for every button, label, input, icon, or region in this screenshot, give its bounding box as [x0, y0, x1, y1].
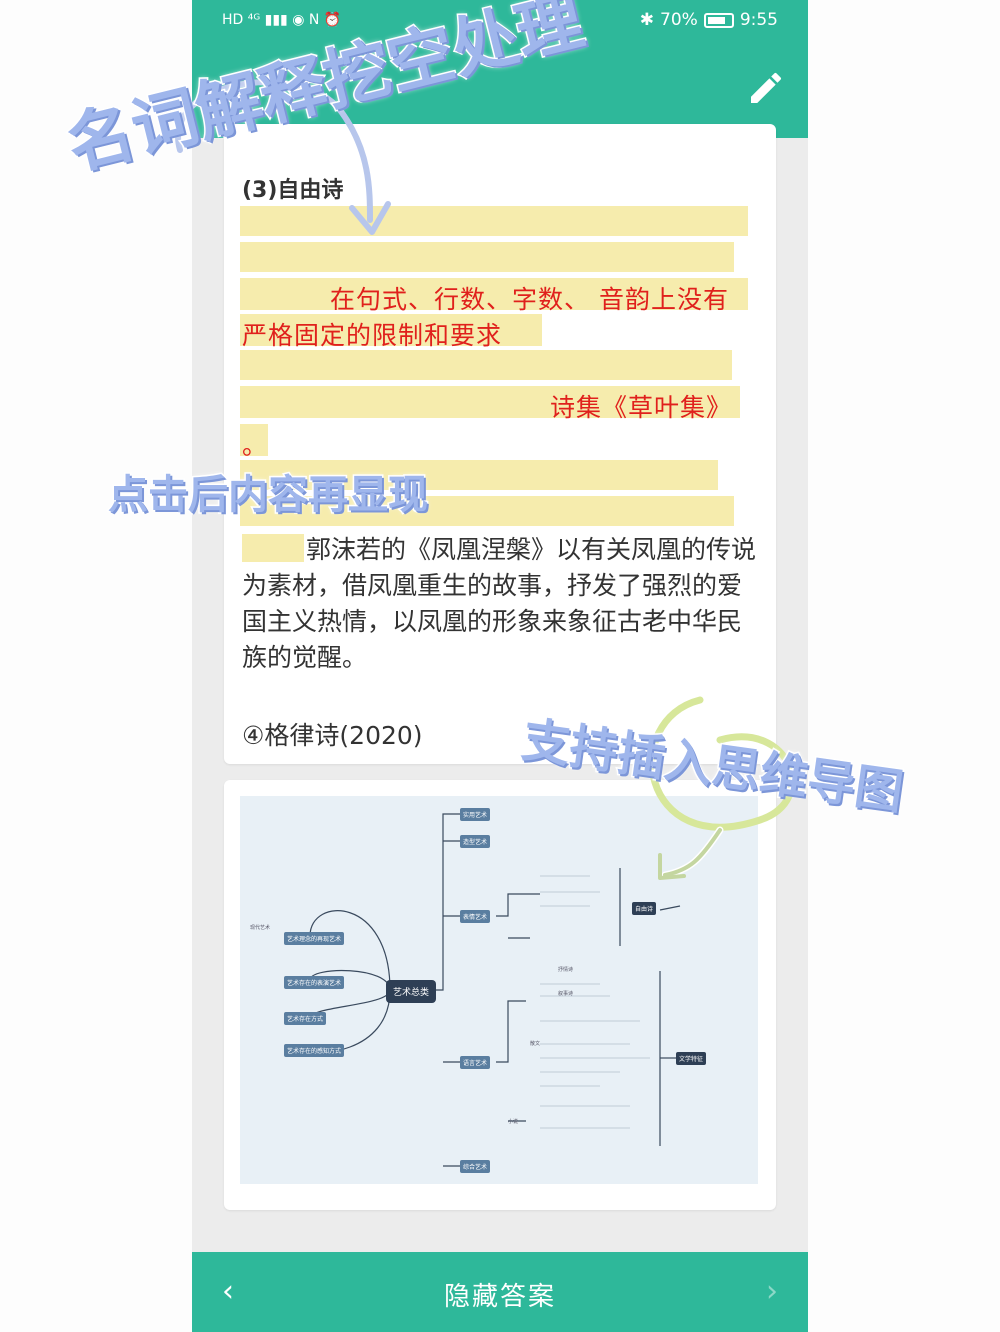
- question-card: (3)自由诗 在句式、行数、字数、 音韵上没有 严格固定的限制和要求 诗集《草叶…: [224, 124, 776, 764]
- mindmap-branch: 实用艺术: [460, 808, 491, 821]
- revealed-answer-text: 在句式、行数、字数、 音韵上没有: [330, 285, 729, 314]
- mindmap-left-node: 艺术存在的表演艺术: [284, 976, 345, 989]
- mindmap-card: 艺术总类 实用艺术 造型艺术 表情艺术 语言艺术 综合艺术 艺术理念的再现艺术 …: [224, 780, 776, 1210]
- phone-screen: HD ⁴ᴳ ▮▮▮ ◉ N ⏰ ✱ 70% 9:55 ‹ (3)自由诗 在句式、…: [192, 0, 808, 1332]
- chevron-right-icon[interactable]: ›: [766, 1274, 778, 1309]
- mindmap-left-node: 艺术存在的感知方式: [284, 1044, 345, 1057]
- revealed-answer-bg[interactable]: [240, 424, 268, 456]
- hidden-answer-blank[interactable]: [240, 350, 732, 380]
- mindmap-left-node: 艺术存在方式: [284, 1012, 327, 1025]
- revealed-answer-bg[interactable]: [240, 278, 748, 310]
- clock-time: 9:55: [739, 10, 778, 30]
- status-bar: HD ⁴ᴳ ▮▮▮ ◉ N ⏰ ✱ 70% 9:55: [192, 0, 808, 44]
- mindmap-root: 艺术总类: [386, 980, 437, 1003]
- mindmap-right-node: 文学特征: [676, 1052, 707, 1065]
- mindmap-leaf: 现代艺术: [250, 925, 271, 931]
- bluetooth-icon: ✱: [639, 10, 655, 30]
- pencil-icon[interactable]: [746, 68, 786, 108]
- status-icons-left: HD ⁴ᴳ ▮▮▮ ◉ N ⏰: [222, 12, 341, 28]
- section-heading: (3)自由诗: [242, 178, 344, 203]
- hidden-answer-blank[interactable]: [240, 242, 734, 272]
- mindmap-leaf: 散文: [530, 1041, 541, 1047]
- explanation-paragraph: 郭沫若的《凤凰涅槃》以有关凤凰的传说为素材，借凤凰重生的故事，抒发了强烈的爱国主…: [242, 535, 757, 672]
- hidden-answer-blank[interactable]: [240, 460, 718, 490]
- hide-answer-button[interactable]: 隐藏答案: [443, 1282, 556, 1312]
- revealed-answer-text: 诗集《草叶集》: [550, 393, 733, 422]
- bottom-bar: ‹ 隐藏答案 ›: [192, 1252, 808, 1332]
- battery-percent: 70%: [660, 10, 698, 30]
- revealed-answer-text: 。: [242, 431, 269, 460]
- mindmap-right-node: 自由诗: [632, 902, 657, 915]
- mindmap-branch: 表情艺术: [460, 910, 491, 923]
- mindmap-leaf: 叙事诗: [558, 991, 574, 997]
- mindmap-branch: 语言艺术: [460, 1056, 491, 1069]
- status-icons-right: ✱ 70% 9:55: [640, 10, 778, 30]
- mindmap-connectors: [309, 813, 681, 1167]
- mindmap-leaf: 抒情诗: [558, 967, 574, 973]
- mindmap-branch: 综合艺术: [460, 1160, 491, 1173]
- mindmap-left-node: 艺术理念的再现艺术: [284, 932, 345, 945]
- mindmap-branch: 造型艺术: [460, 835, 491, 848]
- mindmap-leaf: 小说: [508, 1119, 519, 1125]
- chevron-left-icon[interactable]: ‹: [222, 1274, 234, 1309]
- hidden-answer-blank[interactable]: [242, 534, 304, 562]
- caption-reveal: 点击后内容再显现: [107, 471, 430, 520]
- explanation-text: 郭沫若的《凤凰涅槃》以有关凤凰的传说为素材，借凤凰重生的故事，抒发了强烈的爱国主…: [242, 532, 762, 676]
- battery-icon: [703, 12, 734, 28]
- revealed-answer-text: 严格固定的限制和要求: [242, 321, 503, 350]
- hidden-answer-blank[interactable]: [240, 206, 748, 236]
- revealed-answer-bg[interactable]: [240, 314, 542, 346]
- network-icons: HD ⁴ᴳ ▮▮▮ ◉ N ⏰: [222, 12, 342, 28]
- revealed-answer-bg[interactable]: [240, 386, 740, 418]
- hidden-answer-blank[interactable]: [240, 496, 734, 526]
- next-section-heading: ④格律诗(2020): [242, 721, 423, 750]
- mindmap-image[interactable]: 艺术总类 实用艺术 造型艺术 表情艺术 语言艺术 综合艺术 艺术理念的再现艺术 …: [240, 796, 758, 1184]
